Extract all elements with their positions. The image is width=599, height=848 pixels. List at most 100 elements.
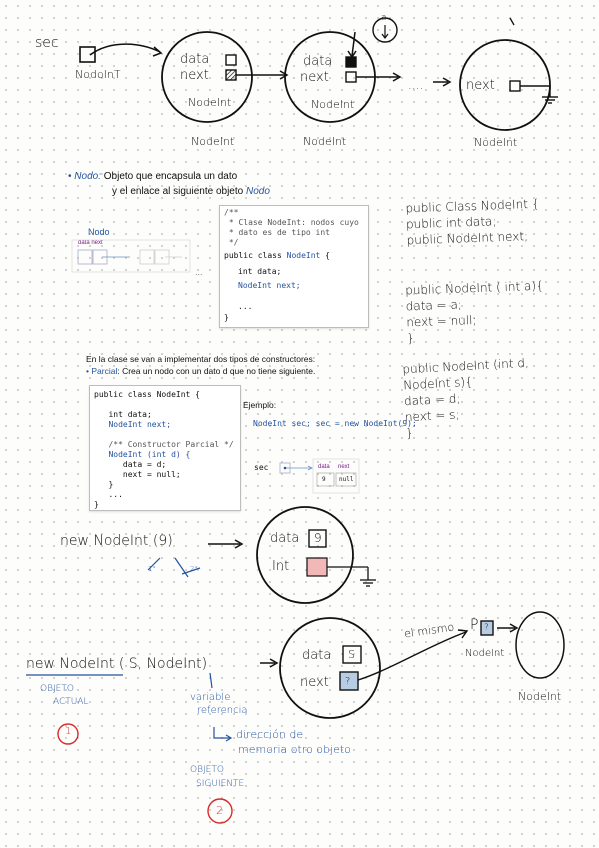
ctor-code-7: NodeInt (int d) { [94, 450, 191, 459]
example-label: Ejemplo: [243, 400, 277, 410]
mini-nodo-title: Nodo [88, 227, 110, 237]
node2-data-label: data [303, 54, 333, 69]
obj-actual-1: OBJETO [40, 684, 74, 694]
node1-data-label: data [180, 52, 210, 67]
bottom-expr: new NodeInt ( S, NodeInt) [26, 656, 208, 672]
bottom-data-label: data [302, 648, 332, 663]
nodoinit-box [79, 46, 96, 63]
middle-data-label: data [270, 531, 300, 546]
dir-mem-1: dirección de [236, 728, 304, 741]
code-comment-1: /** [224, 208, 239, 217]
example-code: NodeInt sec; sec = new NodeInt(9); [253, 418, 417, 430]
note-symbol: a [381, 13, 387, 23]
bottom-data-value: S [348, 648, 355, 661]
parcial-term: Parcial [91, 366, 118, 376]
circle-1 [57, 723, 79, 745]
ctor-code-11: ... [94, 490, 123, 499]
right-node-caption: NodeInt [518, 690, 562, 703]
ellipsis: .... [408, 78, 424, 92]
middle-node-circle [256, 506, 354, 604]
node1-type: NodeInt [188, 96, 232, 109]
obj-sig-2: SIGUIENTE [196, 779, 245, 789]
obj-sig-1: OBJETO [190, 765, 224, 775]
slide1-bullet: • Nodo: Objeto que encapsula un dato [68, 171, 238, 182]
nodo-definition-2: y el enlace al siguiente objeto [112, 186, 246, 197]
example-node-diagram [279, 458, 360, 494]
top-diagram-lines [79, 17, 558, 131]
ctor-code-10: } [94, 480, 114, 489]
code-field-2: NodeInt next; [238, 281, 301, 290]
sec-label: sec [35, 35, 59, 51]
mark-first: 1° [148, 565, 156, 573]
nodo-term: Nodo: [74, 171, 101, 182]
slide1-bullet-line2: y el enlace al siguiente objeto Nodo [112, 186, 270, 197]
p-value: ? [484, 623, 489, 633]
nodo-definition: Objeto que encapsula un dato [103, 171, 238, 182]
mini-node-chain [71, 239, 191, 273]
hw-class-line-3: public NodeInt next; [406, 229, 529, 248]
code-dots: ... [238, 302, 253, 311]
code-card-1: /** * Clase NodeInt: nodos cuyo * dato e… [219, 205, 369, 328]
bottom-next-label: next [300, 675, 329, 690]
bottom-data-box [342, 645, 362, 664]
hw-class-decl: public Class NodeInt { public int data; … [405, 196, 541, 249]
p-box [480, 620, 494, 636]
node2-caption: NodeInt [303, 135, 347, 148]
ctor-code-6: /** Constructor Parcial */ [94, 440, 234, 449]
node-circle-3 [459, 39, 551, 131]
circle-1-label: 1 [65, 726, 72, 737]
middle-next-box [306, 557, 328, 577]
middle-expr: new NodeInt (9) [60, 533, 173, 549]
middle-data-value: 9 [314, 531, 322, 545]
hw-ctor1: public NodeInt ( int a){ data = a; next … [405, 278, 546, 347]
example-code-2: sec = new NodeInt(9); [315, 419, 417, 428]
middle-data-box [308, 529, 327, 548]
code-comment-4: */ [224, 238, 239, 247]
ctor-code-4: NodeInt next; [94, 420, 172, 429]
example-node-field-data: data [318, 464, 330, 470]
parcial-definition: : Crea un nodo con un dato d que no tien… [117, 366, 316, 376]
note-circle [372, 17, 398, 43]
ctor-code-8: data = d; [94, 460, 167, 469]
nodoinit-label: NodoInT [75, 68, 121, 81]
node3-next-label: next [466, 78, 495, 93]
mini-nodo-dots: ... [195, 267, 203, 277]
ctor-code-9: next = null; [94, 470, 181, 479]
node3-caption: NodeInt [474, 136, 518, 149]
p-type: NodeInt [465, 648, 505, 659]
code-close: } [224, 313, 229, 322]
circle-2 [207, 798, 233, 824]
node1-caption: NodeInt [191, 135, 235, 148]
slide2-bullet: • Parcial: Crea un nodo con un dato d qu… [86, 366, 316, 376]
mark-second: 2° [190, 565, 198, 573]
nodo-term-2: Nodo [245, 186, 270, 197]
example-sec-label: sec [254, 463, 269, 472]
var-ref-2: referencia [197, 705, 248, 716]
node-circle-1 [161, 31, 253, 123]
node2-next-label: next [300, 70, 329, 85]
slide2-intro: En la clase se van a implementar dos tip… [86, 354, 316, 364]
p-target-ellipse [515, 611, 565, 679]
code-class-suffix: { [320, 251, 330, 260]
example-node-value-data: 9 [322, 476, 326, 483]
code-card-2: public class NodeInt { int data; NodeInt… [89, 385, 241, 511]
mini-nodo-fields: data next [78, 240, 103, 246]
code-class-prefix: public class [224, 251, 287, 260]
ctor-code-1: public class NodeInt { [94, 390, 200, 399]
bottom-node-circle [279, 617, 381, 719]
code-field-1: int data; [238, 267, 282, 276]
example-node-value-next: null [339, 476, 354, 483]
bottom-next-box [339, 671, 359, 691]
middle-diagram-lines [147, 506, 376, 604]
bottom-diagram-lines [26, 611, 565, 824]
bottom-next-value: ? [345, 676, 351, 687]
p-label: P [470, 617, 479, 633]
code-comment-2: * Clase NodeInt: nodos cuyo [224, 218, 359, 227]
code-comment-3: * dato es de tipo int [224, 228, 330, 237]
circle-2-label: 2 [216, 804, 223, 817]
hw-ctor2: public NodeInt (int d, NodeInt s){ data … [402, 355, 532, 442]
dir-mem-2: memoria otro objeto [238, 743, 351, 756]
ctor-code-12: } [94, 500, 99, 509]
obj-actual-2: ACTUAL [53, 697, 89, 707]
middle-int-label: Int [272, 559, 290, 574]
